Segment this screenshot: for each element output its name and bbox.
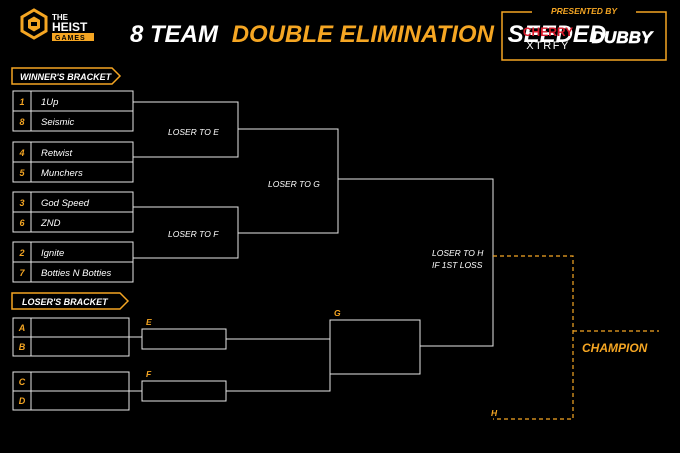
- team-name: ZND: [40, 218, 61, 229]
- slot-letter: D: [19, 396, 26, 406]
- dubby-logo: DUBBY: [592, 28, 654, 47]
- winners-connectors: [133, 101, 494, 347]
- match-box-g: [329, 319, 421, 375]
- seed-number: 3: [19, 198, 24, 208]
- match-box-f: [141, 380, 227, 402]
- logo-text-heist: HEIST: [52, 20, 88, 34]
- seed-number: 5: [19, 168, 25, 178]
- team-slot: 7 Botties N Botties: [12, 261, 134, 283]
- note-loser-to-h: LOSER TO H: [432, 248, 484, 258]
- seed-number: 4: [18, 148, 24, 158]
- team-slot: 2 Ignite: [12, 241, 134, 263]
- winners-bracket-tab: WINNER'S BRACKET: [11, 67, 122, 85]
- match-label-h: H: [491, 408, 498, 418]
- losers-connectors: [129, 319, 421, 402]
- match-label-f: F: [146, 369, 152, 379]
- title-suffix: SEEDED: [508, 21, 607, 48]
- note-if-first-loss: IF 1ST LOSS: [432, 260, 483, 270]
- team-name: 1Up: [41, 97, 58, 108]
- team-slot: 3 God Speed: [12, 191, 134, 213]
- team-slot: 5 Munchers: [12, 161, 134, 183]
- page-title: 8 TEAM DOUBLE ELIMINATION SEEDED: [130, 21, 606, 48]
- title-highlight: DOUBLE ELIMINATION: [232, 21, 495, 48]
- seed-number: 6: [19, 218, 25, 228]
- winners-team-slots: 1 1Up 8 Seismic 4 Retwist 5 Munchers 3 G…: [12, 90, 134, 283]
- team-name: Ignite: [41, 248, 64, 259]
- logo-text-the: THE: [52, 13, 69, 22]
- seed-number: 7: [19, 268, 25, 278]
- team-slot: 8 Seismic: [12, 110, 134, 132]
- note-loser-to-g: LOSER TO G: [268, 179, 320, 189]
- sponsor1-top: CHERRY: [523, 25, 573, 39]
- loser-slot: D: [12, 390, 130, 411]
- slot-letter: C: [19, 377, 26, 387]
- loser-slot: B: [12, 336, 130, 357]
- match-box-e: [141, 328, 227, 350]
- slot-letter: B: [19, 342, 26, 352]
- sponsor1-bottom: XTRFY: [526, 40, 570, 52]
- team-name: Seismic: [41, 117, 75, 128]
- team-slot: 1 1Up: [12, 90, 134, 112]
- loser-slot: A: [12, 317, 130, 338]
- cherry-xtrfy-logo: CHERRY XTRFY: [523, 25, 573, 52]
- losers-slots: A B C D: [12, 317, 130, 411]
- champion-label: CHAMPION: [582, 341, 648, 355]
- presented-by-label: PRESENTED BY: [551, 6, 618, 16]
- seed-number: 1: [19, 97, 24, 107]
- team-name: God Speed: [41, 198, 90, 209]
- title-prefix: 8 TEAM: [130, 21, 219, 48]
- note-loser-to-e: LOSER TO E: [168, 127, 219, 137]
- loser-slot: C: [12, 371, 130, 392]
- losers-bracket-tab: LOSER'S BRACKET: [11, 292, 130, 310]
- match-label-g: G: [334, 308, 341, 318]
- seed-number: 8: [19, 117, 24, 127]
- team-slot: 6 ZND: [12, 211, 134, 233]
- logo-text-games: GAMES: [55, 35, 86, 42]
- team-name: Munchers: [41, 168, 83, 179]
- heist-games-logo: THE HEIST GAMES: [20, 8, 94, 42]
- team-name: Botties N Botties: [41, 268, 111, 279]
- team-name: Retwist: [41, 148, 73, 159]
- winners-bracket-label: WINNER'S BRACKET: [20, 72, 113, 82]
- slot-letter: A: [18, 323, 26, 333]
- match-label-e: E: [146, 317, 152, 327]
- losers-bracket-label: LOSER'S BRACKET: [22, 297, 109, 307]
- note-loser-to-f: LOSER TO F: [168, 229, 219, 239]
- team-slot: 4 Retwist: [12, 141, 134, 163]
- seed-number: 2: [18, 248, 24, 258]
- grand-final-connector: [493, 255, 659, 420]
- sponsor-box: PRESENTED BY CHERRY XTRFY DUBBY: [501, 5, 667, 61]
- svg-text:8 TEAM DOUBLE ELIMINATIO: 8 TEAM DOUBLE ELIMINATION SEEDED: [130, 21, 606, 48]
